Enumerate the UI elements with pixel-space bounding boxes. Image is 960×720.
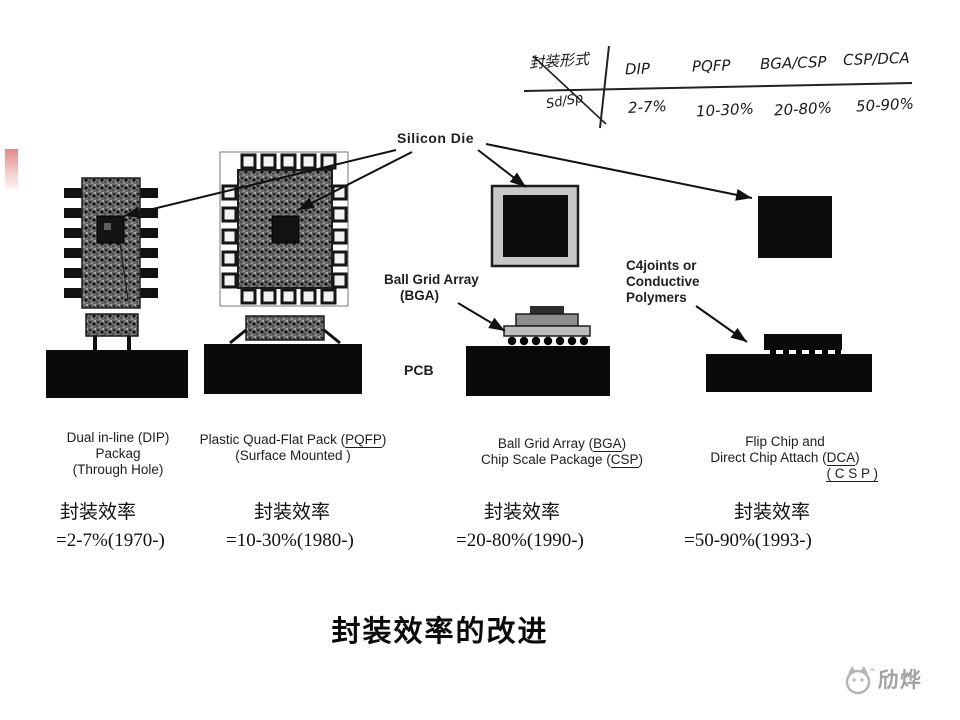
pointer-arrows (123, 143, 753, 343)
table-val-csp-dca: 50-90% (855, 94, 915, 116)
bga-label-line2: (BGA) (400, 288, 439, 303)
bga-label-line1: Ball Grid Array (384, 272, 479, 287)
watermark: 劤烨 (840, 660, 922, 698)
efficiency-bga: 封装效率 =20-80%(1990-) (456, 499, 584, 555)
caption-dca-line1: Flip Chip and (745, 434, 825, 449)
table-rules (523, 45, 913, 129)
dip-top-view (64, 177, 158, 309)
flip-chip-cross-section (706, 334, 872, 392)
table-col-bga-csp: BGA/CSP (759, 52, 827, 74)
bga-label: Ball Grid Array (BGA) (384, 272, 479, 304)
cat-logo-icon (845, 666, 875, 695)
efficiency-bga-value: =20-80%(1990-) (456, 530, 584, 551)
watermark-text: 劤烨 (878, 668, 922, 692)
c4-joints-label: C4joints or Conductive Polymers (626, 258, 700, 306)
caption-dca-line2: Direct Chip Attach (DCA) (710, 450, 860, 466)
caption-pqfp-line1: Plastic Quad-Flat Pack (PQFP) (199, 432, 387, 448)
bga-top-view (490, 184, 580, 268)
efficiency-dip-label: 封装效率 (60, 502, 137, 523)
caption-dip-line1: Dual in-line (DIP) (66, 430, 170, 445)
table-col-csp-dca: CSP/DCA (842, 48, 910, 70)
efficiency-dip: 封装效率 =2-7%(1970-) (56, 499, 165, 555)
slide-title: 封装效率的改进 (331, 614, 549, 648)
efficiency-pqfp-label: 封装效率 (254, 502, 331, 523)
efficiency-dca-value: =50-90%(1993-) (684, 530, 812, 551)
caption-pqfp: Plastic Quad-Flat Pack (PQFP) (Surface M… (195, 432, 391, 464)
efficiency-pqfp-value: =10-30%(1980-) (226, 530, 354, 551)
table-col-pqfp: PQFP (691, 56, 731, 76)
caption-dip-line3: (Through Hole) (72, 462, 164, 477)
pqfp-top-view (219, 151, 349, 307)
caption-pqfp-line2: (Surface Mounted ) (235, 448, 351, 463)
caption-dip: Dual in-line (DIP) Packag (Through Hole) (33, 430, 203, 478)
efficiency-pqfp: 封装效率 =10-30%(1980-) (226, 499, 354, 555)
bga-cross-section (466, 306, 610, 396)
caption-bga: Ball Grid Array (BGA) Chip Scale Package… (462, 436, 662, 468)
caption-dip-line2: Packag (95, 446, 141, 461)
table-col-dip: DIP (624, 59, 651, 79)
c4-label-line2: Conductive (626, 274, 700, 289)
caption-bga-line1: Ball Grid Array (BGA) (497, 436, 627, 452)
pqfp-cross-section (204, 315, 362, 394)
flip-chip-top-view (758, 196, 832, 258)
c4-label-line1: C4joints or (626, 258, 697, 273)
c4-label-line3: Polymers (626, 290, 687, 305)
efficiency-dca-label: 封装效率 (734, 502, 811, 523)
efficiency-dca: 封装效率 =50-90%(1993-) (684, 499, 812, 555)
red-accent-mark (5, 149, 18, 189)
pcb-label: PCB (404, 362, 434, 378)
table-val-bga-csp: 20-80% (773, 98, 833, 120)
table-val-pqfp: 10-30% (695, 99, 755, 121)
table-val-dip: 2-7% (627, 96, 668, 118)
caption-bga-line2: Chip Scale Package (CSP) (480, 452, 644, 468)
table-corner-top-label: 封装形式 (528, 49, 590, 73)
efficiency-bga-label: 封装效率 (484, 502, 561, 523)
efficiency-dip-value: =2-7%(1970-) (56, 530, 165, 551)
dip-cross-section (46, 313, 188, 398)
silicon-die-label: Silicon Die (397, 130, 475, 146)
caption-dca-line3: ( C S P ) (826, 466, 878, 482)
caption-dca: Flip Chip and Direct Chip Attach (DCA) (… (680, 434, 890, 482)
